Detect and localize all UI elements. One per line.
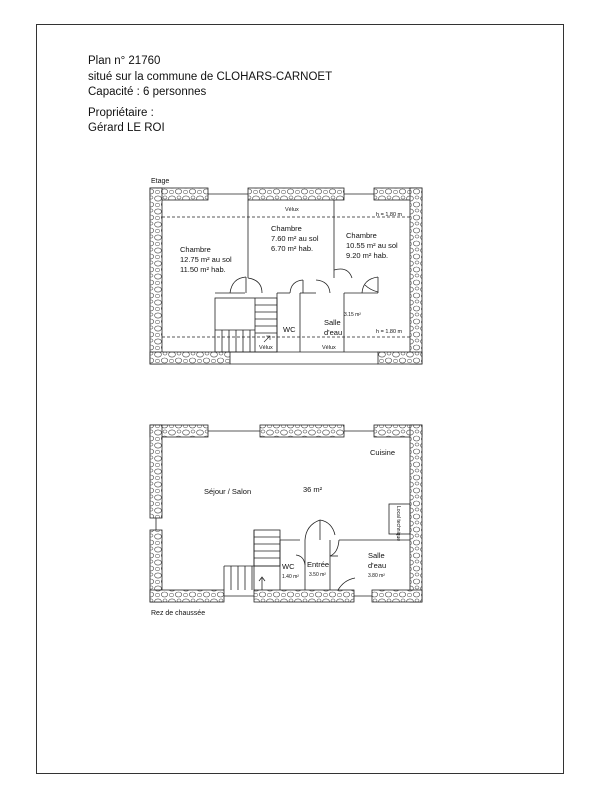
velux-bottom-label-1: Vélux (259, 345, 273, 351)
upper-floor-labels: Etage Vélux h = 1.80 m Chambre 12.75 m² … (151, 178, 403, 351)
upper-bath-line2: d'eau (324, 328, 342, 337)
ground-wall-top-middle (259, 424, 345, 438)
ground-bath-line1: Salle (368, 551, 385, 560)
upper-wc-label: WC (283, 325, 296, 334)
upper-wall-bottom-left (149, 351, 231, 365)
room2-name: Chambre (271, 224, 302, 233)
entry-area: 3.50 m² (309, 572, 326, 578)
velux-bottom-label-2: Vélux (322, 345, 336, 351)
room3-floor: 10.55 m² au sol (346, 241, 398, 250)
ground-floor-labels: Séjour / Salon 36 m² Cuisine Local techn… (151, 448, 401, 617)
ground-wall-bottom-middle (253, 589, 355, 603)
living-label: Séjour / Salon (204, 487, 251, 496)
upper-floor-plan (149, 187, 423, 365)
plan-header: Plan n° 21760 situé sur la commune de CL… (88, 54, 332, 137)
owner-name: Gérard LE ROI (88, 122, 165, 134)
local-technique-box (388, 503, 411, 535)
ground-staircase (223, 529, 281, 590)
room2-hab: 6.70 m² hab. (271, 244, 313, 253)
owner-label: Propriétaire : (88, 106, 154, 119)
upper-wall-right (409, 187, 423, 365)
plan-number: Plan n° 21760 (88, 55, 161, 67)
upper-wall-top-middle (247, 187, 345, 201)
room3-name: Chambre (346, 231, 377, 240)
ground-wall-right (409, 424, 423, 603)
ground-doors (295, 519, 356, 591)
local-technique-label: Local technique (395, 506, 401, 541)
room2-floor: 7.60 m² au sol (271, 234, 319, 243)
ground-wc-label: WC (282, 562, 295, 571)
room3-hab: 9.20 m² hab. (346, 251, 388, 260)
upper-wall-left (149, 187, 163, 365)
upper-staircase (215, 298, 277, 352)
ground-wall-left-upper (149, 424, 163, 519)
upper-bath-line1: Salle (324, 318, 341, 327)
ground-wc-area: 1.40 m² (282, 574, 299, 580)
height-bottom-label: h = 1.80 m (376, 329, 403, 335)
room1-hab: 11.50 m² hab. (180, 265, 226, 274)
ground-wall-bottom-left (149, 589, 225, 603)
upper-bath-area: 3.15 m² (344, 312, 361, 318)
living-area: 36 m² (303, 485, 323, 494)
room1-name: Chambre (180, 245, 211, 254)
kitchen-label: Cuisine (370, 448, 395, 457)
room1-floor: 12.75 m² au sol (180, 255, 232, 264)
upper-wall-bottom-right (377, 351, 423, 365)
ground-floor-plan (149, 424, 423, 603)
plan-capacity: Capacité : 6 personnes (88, 86, 207, 98)
plan-sheet (36, 24, 564, 774)
velux-top-label: Vélux (285, 207, 299, 213)
ground-floor-title: Rez de chaussée (151, 610, 205, 617)
ground-bath-area: 3.80 m² (368, 573, 385, 579)
ground-bath-line2: d'eau (368, 561, 386, 570)
upper-doors (229, 268, 379, 294)
upper-floor-title: Etage (151, 178, 169, 185)
plan-location: situé sur la commune de CLOHARS-CARNOET (88, 70, 333, 83)
height-top-label: h = 1.80 m (376, 212, 403, 218)
ground-wall-bottom-right (371, 589, 423, 603)
entry-label: Entrée (307, 560, 329, 569)
